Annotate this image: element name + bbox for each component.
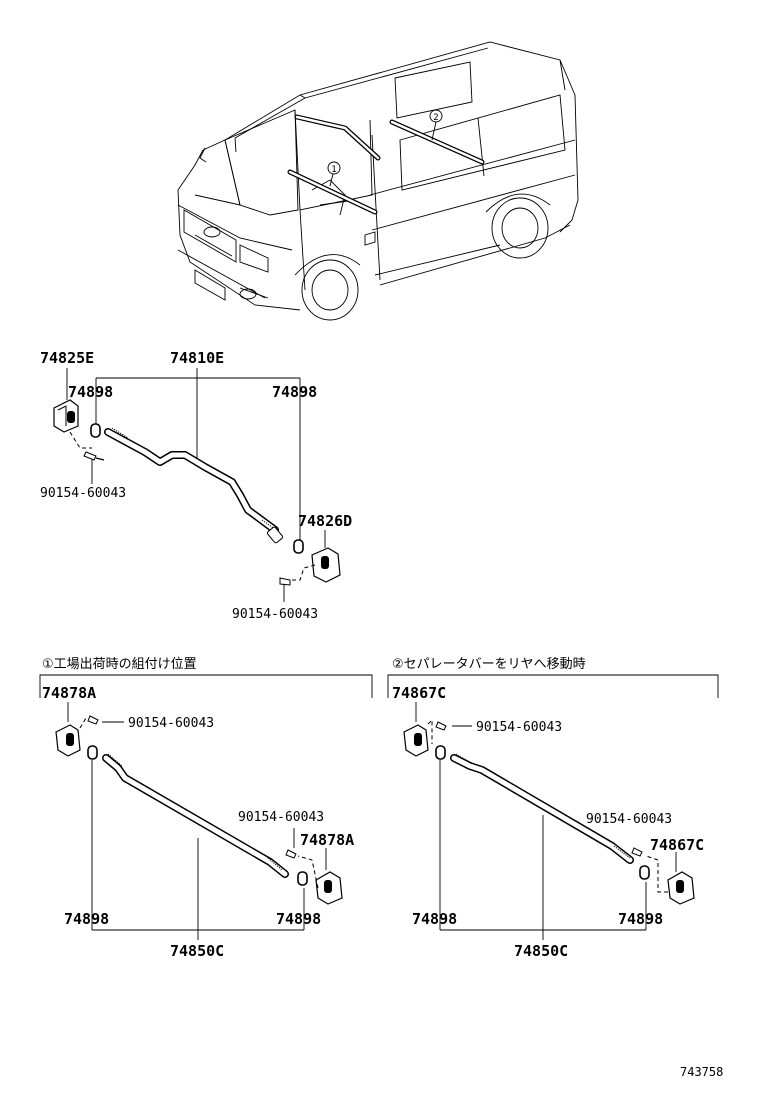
s1-bushing-right-icon [297,871,308,886]
label-bushing-left: 74898 [68,383,113,401]
figure-code: 743758 [680,1065,723,1079]
s2-label-rod: 74850C [514,942,568,960]
s1-label-screw-left: 90154-60043 [128,716,214,731]
bracket-right-icon [311,547,341,583]
s1-screw-left-icon [79,715,99,729]
s1-label-bracket-left: 74878A [42,684,96,702]
s2-bracket-left-icon [403,724,429,757]
screw-right-icon [279,564,316,586]
s2-bushing-right-icon [639,865,650,880]
s1-label-screw-right: 90154-60043 [238,810,324,825]
s2-label-screw-right: 90154-60043 [586,812,672,827]
callout-2: 2 [429,109,443,141]
callout-1: 1 [327,161,341,187]
bracket-left-icon [53,399,79,433]
s1-screw-right-icon [285,849,319,889]
s1-label-bushing-right: 74898 [276,910,321,928]
s2-label-bracket-right: 74867C [650,836,704,854]
s1-bushing-left-icon [87,745,98,760]
s2-label-screw-left: 90154-60043 [476,720,562,735]
svg-text:1: 1 [331,165,336,175]
section-2: ②セパレータバーをリヤへ移動時 [387,657,719,960]
s2-label-bushing-left: 74898 [412,910,457,928]
label-bracket-right: 74826D [298,512,352,530]
s1-label-bracket-right: 74878A [300,831,354,849]
s2-label-bushing-right: 74898 [618,910,663,928]
s2-label-bracket-left: 74867C [392,684,446,702]
s2-bushing-left-icon [435,745,446,760]
section-2-caption: ②セパレータバーをリヤへ移動時 [392,657,586,672]
label-screw-left: 90154-60043 [40,486,126,501]
s2-screw-left-icon [427,718,447,744]
top-assembly: 74825E 74810E 74898 74898 74826D 90154-6… [40,349,352,622]
label-screw-right: 90154-60043 [232,607,318,622]
section-1-caption: ①工場出荷時の組付け位置 [42,657,197,672]
label-rod: 74810E [170,349,224,367]
s1-label-rod: 74850C [170,942,224,960]
bushing-right-icon [293,539,304,554]
s1-bracket-left-icon [55,724,81,757]
label-bushing-right: 74898 [272,383,317,401]
section-1: ①工場出荷時の組付け位置 [39,657,373,960]
van-rod-rear [389,119,485,165]
screw-left-icon [69,431,105,461]
label-bracket-left: 74825E [40,349,94,367]
s2-screw-right-icon [631,847,668,893]
s1-bracket-right-icon [315,871,343,905]
svg-text:2: 2 [433,113,438,123]
s2-bracket-right-icon [667,871,695,905]
bushing-left-icon [90,423,101,438]
van-rod-front [287,114,381,215]
s1-label-bushing-left: 74898 [64,910,109,928]
van-illustration [177,41,579,321]
